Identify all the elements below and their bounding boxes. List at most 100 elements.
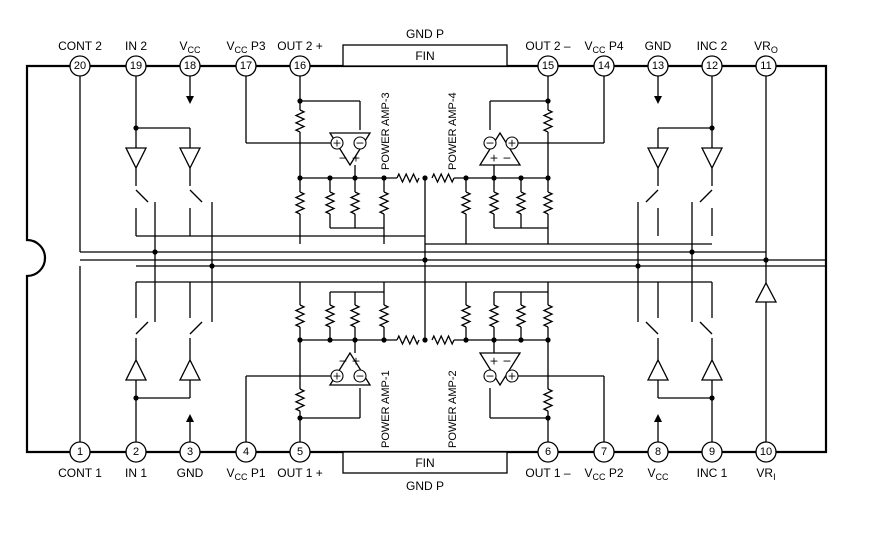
fin-bottom bbox=[342, 451, 508, 474]
resistor bbox=[431, 334, 455, 346]
power-amp-4-label: POWER AMP-4 bbox=[447, 92, 459, 170]
pin-circle bbox=[69, 55, 91, 77]
pin-circle bbox=[647, 55, 669, 77]
pin-label: OUT 1 + bbox=[277, 466, 322, 480]
pin-number: 11 bbox=[760, 60, 771, 72]
power-amp-3: + − − + bbox=[245, 76, 400, 244]
pin-number: 12 bbox=[706, 60, 718, 72]
pin-label: IN 1 bbox=[125, 466, 147, 480]
pin-number: 8 bbox=[655, 446, 661, 458]
resistor bbox=[515, 191, 527, 215]
pin-label: GND bbox=[177, 466, 204, 480]
pin-circle bbox=[179, 55, 201, 77]
pin-label: VCC bbox=[647, 466, 669, 482]
pin-label: OUT 2 + bbox=[277, 39, 322, 53]
resistor bbox=[378, 304, 390, 328]
pin-14: 14 VCC P4 bbox=[584, 39, 624, 77]
pin-number: 16 bbox=[294, 60, 306, 72]
pin-number: 2 bbox=[133, 446, 139, 458]
arrow-up-icon bbox=[654, 414, 662, 422]
resistor bbox=[488, 191, 500, 215]
pin-number: 5 bbox=[297, 446, 303, 458]
pin-circle bbox=[537, 441, 559, 463]
fin-top-label: FIN bbox=[415, 49, 434, 63]
svg-text:+: + bbox=[489, 152, 498, 165]
pin-15: 15 OUT 2 – bbox=[525, 39, 571, 77]
pin-label: IN 2 bbox=[125, 39, 147, 53]
pin-label: VCC bbox=[179, 39, 201, 55]
resistor bbox=[294, 388, 306, 412]
pin-number: 1 bbox=[77, 446, 83, 458]
resistor bbox=[294, 109, 306, 133]
pin-circle bbox=[179, 441, 201, 463]
vr-buffer bbox=[754, 281, 778, 303]
pin-12: 12 INC 2 bbox=[697, 39, 728, 77]
pin-number: 19 bbox=[130, 60, 142, 72]
resistor bbox=[324, 191, 336, 215]
pin-label: VRI bbox=[756, 466, 775, 482]
pin-11: 11 VRO bbox=[754, 39, 778, 77]
pin-number: 9 bbox=[709, 446, 715, 458]
input-buffers-ch2 bbox=[124, 76, 425, 266]
pin-label: VCC P2 bbox=[584, 466, 623, 482]
power-amp-1-label: POWER AMP-1 bbox=[380, 370, 392, 448]
power-amp-3-label: POWER AMP-3 bbox=[380, 92, 392, 170]
pin-circle bbox=[537, 55, 559, 77]
junctions bbox=[152, 175, 769, 343]
pin-circle bbox=[289, 441, 311, 463]
pin-number: 20 bbox=[74, 60, 86, 72]
power-amp-2: − + + − bbox=[450, 282, 605, 442]
resistor bbox=[349, 304, 361, 328]
pin-number: 14 bbox=[598, 60, 610, 72]
pin-label: VCC P1 bbox=[226, 466, 265, 482]
pin-label: VRO bbox=[754, 39, 778, 55]
pin-circle bbox=[701, 441, 723, 463]
svg-text:−: − bbox=[355, 370, 364, 383]
svg-text:+: + bbox=[332, 137, 341, 150]
resistor bbox=[460, 304, 472, 328]
arrow-down-icon bbox=[186, 96, 194, 104]
svg-text:+: + bbox=[332, 370, 341, 383]
resistor bbox=[431, 172, 455, 184]
power-amp-2-label: POWER AMP-2 bbox=[447, 370, 459, 448]
pin-label: OUT 2 – bbox=[525, 39, 570, 53]
resistor bbox=[515, 304, 527, 328]
pin-number: 3 bbox=[187, 446, 193, 458]
resistor bbox=[378, 191, 390, 215]
svg-text:−: − bbox=[502, 355, 511, 368]
pin-number: 4 bbox=[243, 446, 249, 458]
fin-top-gnd-label: GND P bbox=[406, 27, 444, 41]
resistor bbox=[396, 334, 420, 346]
pin-number: 15 bbox=[542, 60, 554, 72]
svg-text:+: + bbox=[507, 137, 516, 150]
resistor bbox=[294, 304, 306, 328]
resistor bbox=[294, 191, 306, 215]
resistors bbox=[294, 109, 554, 412]
pin-circle bbox=[647, 441, 669, 463]
pin-2: 2 IN 1 bbox=[125, 441, 147, 480]
power-amp-1: + − − + bbox=[245, 282, 400, 442]
pin-number: 17 bbox=[240, 60, 252, 72]
pin-label: CONT 1 bbox=[58, 466, 102, 480]
pin-circle bbox=[593, 441, 615, 463]
resistor bbox=[542, 109, 554, 133]
pin-number: 7 bbox=[601, 446, 607, 458]
pin-label: INC 2 bbox=[697, 39, 728, 53]
pin-circle bbox=[755, 441, 777, 463]
pin-label: VCC P4 bbox=[584, 39, 623, 55]
arrow-up-icon bbox=[186, 414, 194, 422]
pin-16: 16 OUT 2 + bbox=[277, 39, 323, 77]
pin-circle bbox=[289, 55, 311, 77]
